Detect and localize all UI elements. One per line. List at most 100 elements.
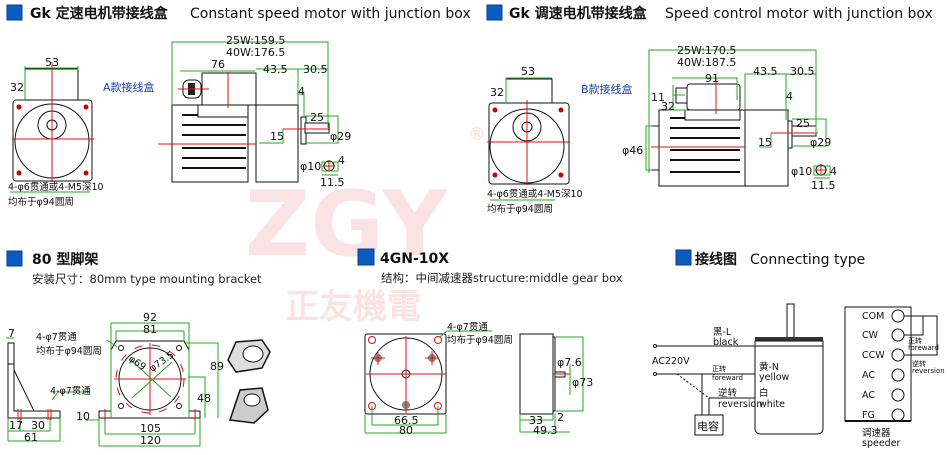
dim-label: 30 [31,419,45,432]
dim-label: 4 [830,165,837,178]
dim-label: φ46 [622,144,643,157]
dim-label: 80 [399,424,413,437]
section2-side-view [645,49,831,187]
terminal-label: FG [862,410,875,421]
hole-note: 4-φ6贯通或4-M5深10 [8,181,104,193]
wire-label: reversion [718,399,762,410]
hole-note: 4-φ6贯通或4-M5深10 [487,188,583,200]
watermark-text: 正友機電 [285,287,421,327]
wire-label: white [759,399,785,410]
dim-label: 11.5 [811,179,836,192]
dim-label: φ10 [791,165,812,178]
gearbox-front-view [364,330,492,434]
junction-box-label: A款接线盒 [103,80,155,94]
dim-label: 81 [143,323,157,336]
section3-subtitle: 安装尺寸：80mm type mounting bracket [32,272,262,286]
dim-label: 120 [140,434,161,447]
dim-label: 25 [796,117,810,130]
dim-label: 33 [529,414,543,427]
dim-label: φ7.6 [557,356,582,369]
section1-title-cn: Gk 定速电机带接线盒 [30,5,169,22]
bracket-3d-view [227,339,271,424]
dim-label: 32 [661,100,675,113]
section5-title-en: Connecting type [750,252,865,268]
dim-label: 91 [705,72,719,85]
wire-label: 逆转 [912,359,926,368]
dim-label: φ29 [810,136,831,149]
dim-label: 32 [490,86,504,99]
section1-front-view [10,62,94,193]
dim-label: 105 [140,422,161,435]
dim-label: 11.5 [320,176,345,189]
dim-label: 15 [758,136,772,149]
wire-label: 正转 [908,336,922,345]
dim-label: 66.5 [394,414,419,427]
dim-label: φ29 [330,130,351,143]
dim-label: 10 [76,410,90,423]
dim-label: 53 [45,56,59,69]
dim-label: 40W:187.5 [677,56,736,69]
wire-label: 正转 [712,364,726,373]
terminal-label: CW [862,330,879,341]
wire-label: 逆转 [718,387,738,399]
terminal-label: CCW [862,350,885,361]
dim-label: 92 [143,311,157,324]
section4-title: 4GN-10X [380,251,449,267]
watermark: ZGY 正友機電 ® [245,124,486,327]
wire-label: 黄-N [759,361,779,373]
section-marker-icon [357,248,375,266]
section5-title-cn: 接线图 [695,251,737,268]
dim-label: 2 [557,411,564,424]
watermark-logo: ZGY [245,172,449,277]
hole-note: 4-φ7贯通 [36,332,77,343]
dim-label: 30.5 [303,63,328,76]
terminal-label: AC [862,370,875,381]
dim-label: 89 [210,360,224,373]
dim-label: 53 [521,65,535,78]
junction-box-label: B款接线盒 [581,82,633,96]
hole-note: 均布于φ94圆周 [8,196,74,208]
dim-label: φ10 [300,160,321,173]
speeder-label: speeder [862,438,901,449]
wire-label: black [713,337,739,348]
section2-front-view [487,77,570,201]
hole-note: 均布于φ94圆周 [36,345,102,357]
dim-label: 49.3 [533,424,558,437]
speeder-label: 调速器 [862,428,891,439]
supply-label: AC220V [652,356,690,367]
section-marker-icon [6,250,23,267]
dim-label: 4 [786,90,793,103]
dim-label: 61 [24,431,38,444]
terminal-label: AC [862,390,875,401]
wire-label: 白 [759,387,769,399]
capacitor-label: 电容 [697,419,719,433]
dim-label: φ73 [572,376,593,389]
section-marker-icon [675,249,692,266]
hole-note: 4-φ7贯通 [50,386,91,397]
dim-label: 4 [338,154,345,167]
bracket-front-view [86,322,219,447]
wire-label: reversion [912,367,945,375]
hole-note: 4-φ7贯通 [447,322,488,333]
bracket-side-view [6,337,90,442]
dim-label: 76 [211,58,225,71]
dim-label: 4 [298,85,305,98]
terminal-label: COM [862,311,884,322]
wire-label: yellow [759,372,790,383]
watermark-mark: ® [468,124,486,145]
section1-side-view [158,41,339,183]
dim-label: 25W:170.5 [677,44,736,57]
dim-label: 43.5 [753,65,778,78]
dim-label: 17 [9,419,23,432]
hole-note: 均布于φ94圆周 [487,203,553,215]
dim-label: 25 [310,111,324,124]
dim-label: 11 [651,91,665,104]
dim-label: 15 [270,130,284,143]
gearbox-side-view [519,333,584,433]
wire-label: foreward [908,344,939,352]
section2-title-cn: Gk 调速电机带接线盒 [509,5,648,22]
section-marker-icon [486,4,503,21]
section2-title-en: Speed control motor with junction box [665,6,933,22]
section1-title-en: Constant speed motor with junction box [190,6,471,22]
hole-note: 均布于φ94圆周 [447,334,513,346]
